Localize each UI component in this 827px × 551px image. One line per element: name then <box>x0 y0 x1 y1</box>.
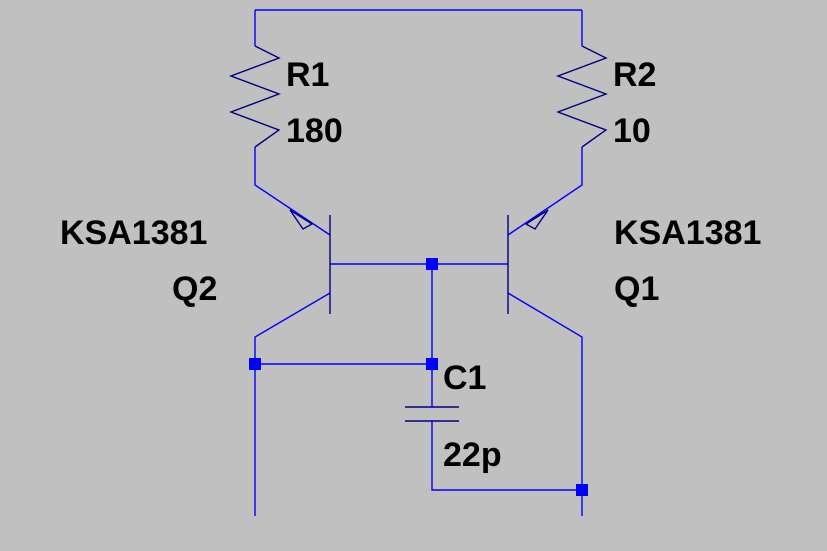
q1-part-label: KSA1381 <box>614 214 761 252</box>
wire-r2-to-q1-emitter[interactable] <box>507 147 583 236</box>
resistor-r2[interactable] <box>556 45 608 148</box>
q1-ref-label: Q1 <box>614 270 659 308</box>
capacitor-c1[interactable] <box>405 406 459 422</box>
labels: R1 180 R2 10 KSA1381 Q2 KSA1381 Q1 C1 22… <box>60 56 761 474</box>
r2-ref-label: R2 <box>613 56 656 94</box>
q2-ref-label: Q2 <box>172 270 217 308</box>
transistor-q1-emitter-arrow-icon <box>524 209 549 230</box>
resistor-r1[interactable] <box>229 45 281 148</box>
wire-q2-collector[interactable] <box>254 292 331 516</box>
transistor-q2-emitter-arrow-icon <box>289 209 314 230</box>
wire-r1-to-q2-emitter[interactable] <box>254 147 331 236</box>
junctions <box>249 258 588 496</box>
c1-ref-label: C1 <box>443 359 486 397</box>
c1-value-label: 22p <box>443 436 502 474</box>
wires <box>254 9 583 516</box>
junction-dot-bases <box>426 258 438 270</box>
r1-ref-label: R1 <box>286 56 329 94</box>
junction-dot-q1-collector <box>576 484 588 496</box>
transistor-q2[interactable] <box>289 209 331 314</box>
q2-part-label: KSA1381 <box>60 214 207 252</box>
transistor-q1[interactable] <box>507 209 549 314</box>
wire-q1-collector[interactable] <box>507 292 583 516</box>
resistor-r1-zigzag <box>229 45 281 148</box>
junction-dot-q2-collector <box>249 358 261 370</box>
resistor-r2-zigzag <box>556 45 608 148</box>
r1-value-label: 180 <box>286 112 343 150</box>
r2-value-label: 10 <box>613 112 651 150</box>
junction-dot-c1-top <box>426 358 438 370</box>
wire-c1-bottom[interactable] <box>431 421 582 491</box>
